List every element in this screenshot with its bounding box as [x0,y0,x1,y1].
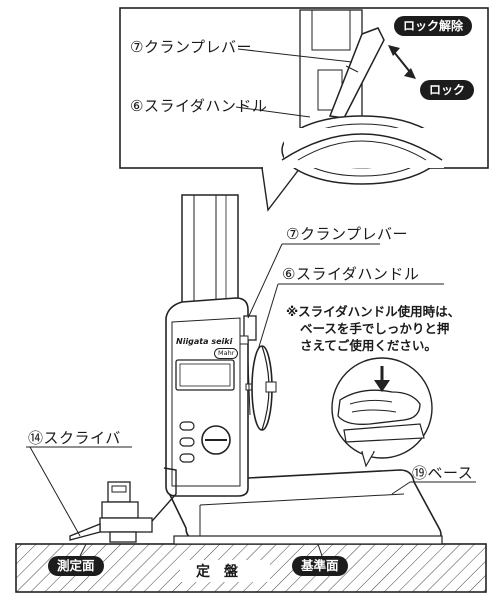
key-button-2 [179,437,195,447]
base-label: ⑲ベース [412,464,474,482]
reference-surface-label: 基準面 [292,556,348,576]
scriber-assembly [69,467,177,543]
key-button-1 [179,421,195,431]
leader-lines [26,243,476,557]
clamp-lever-label: ⑦クランプレバー [286,225,408,243]
display-window [175,359,235,391]
inset-clamp-lever [328,27,385,119]
hand-press-illustration [331,357,433,468]
slider-body [165,297,277,497]
usage-note-line2: ベースを手でしっかりと押 [300,321,450,336]
scriber-label: ⑭スクライバ [28,429,121,447]
key-button-3 [179,453,195,463]
inset-clamp-lever-label: ⑦クランプレバー [130,38,252,56]
slider-handle-label: ⑥スライダハンドル [282,265,420,283]
inset-pointer [261,167,302,212]
lock-release-label: ロック解除 [394,16,473,36]
lock-label: ロック [420,80,475,100]
brand-logo: Niigata seiki [176,337,233,346]
clamp-lever [243,315,257,341]
inset-slider-handle-label: ⑥スライダハンドル [130,97,268,115]
surface-plate-label: 定盤 [196,564,252,580]
usage-note-line1: ※スライダハンドル使用時は、 [286,304,461,319]
usage-note-line3: さえてご使用ください。 [300,338,437,353]
brand-badge: Mahr [214,348,239,359]
measuring-surface-label: 測定面 [48,556,104,576]
scriber-tip [69,523,101,541]
